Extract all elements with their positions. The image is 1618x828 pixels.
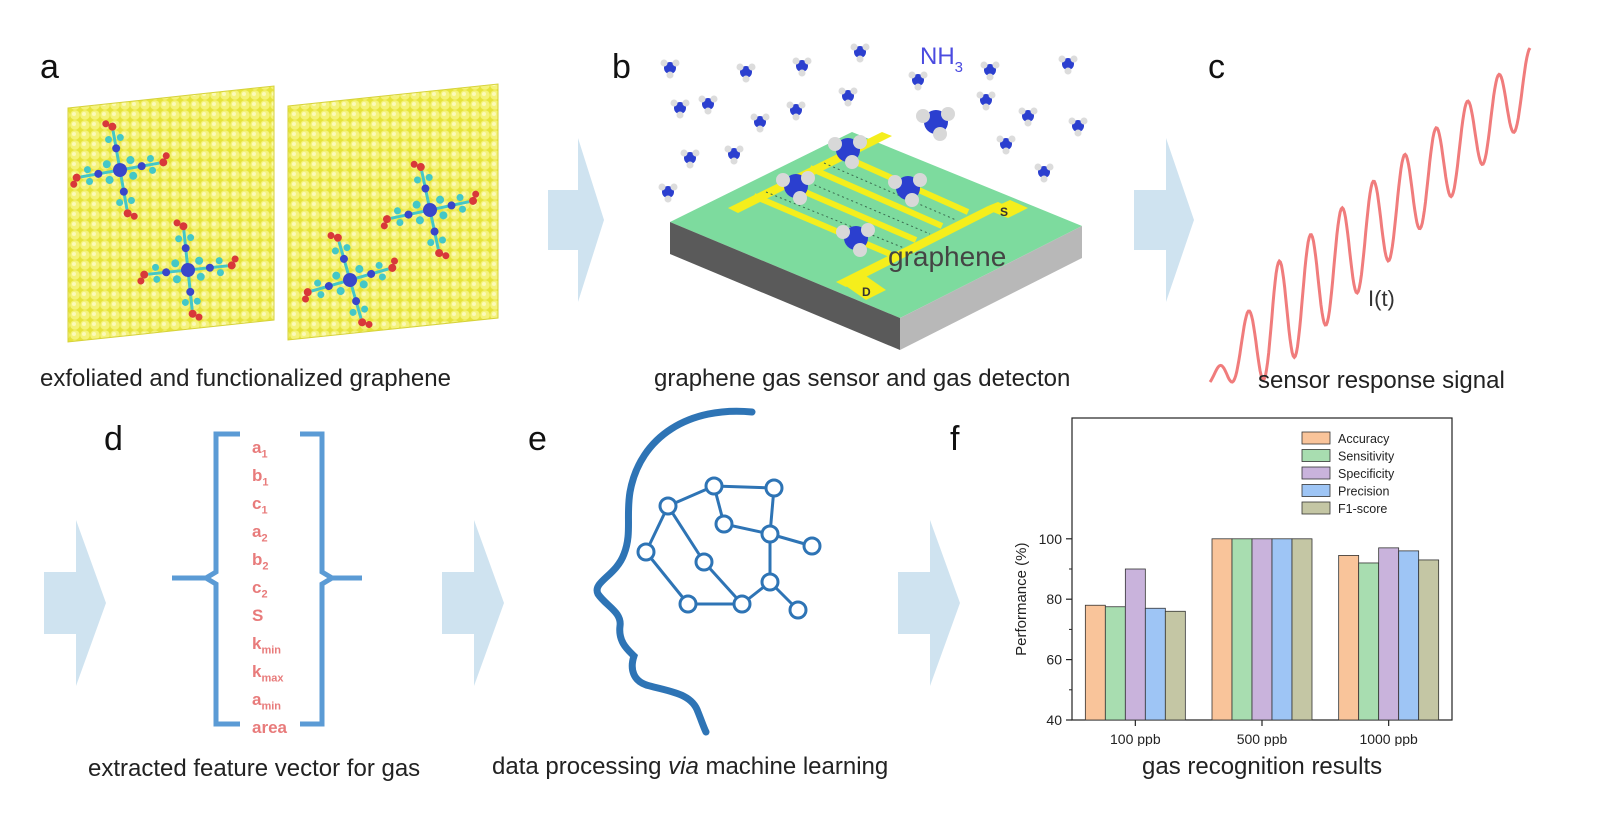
flow-arrow-into-d [44, 520, 106, 686]
bar-accuracy [1211, 538, 1233, 721]
legend-label: Precision [1338, 485, 1389, 499]
response-signal-line [1208, 47, 1532, 384]
bar-precision [1144, 607, 1166, 721]
bar-specificity [1378, 547, 1400, 721]
panel-letter-a: a [40, 48, 59, 86]
bar-f1-score [1418, 559, 1440, 721]
flow-arrow-ef [898, 520, 960, 686]
y-tick-label: 100 [1039, 531, 1063, 547]
legend-label: Sensitivity [1338, 450, 1395, 464]
graphene-sheets-illustration [60, 83, 499, 346]
feature-item: amin [252, 690, 282, 713]
legend-swatch [1301, 466, 1331, 480]
sensor-response-plot: I(t) [1208, 47, 1532, 384]
nh3-label: NH3 [920, 43, 963, 76]
bar-f1-score [1164, 610, 1186, 721]
panel-letter-e: e [528, 420, 547, 458]
y-tick-label: 40 [1046, 712, 1062, 728]
signal-label: I(t) [1368, 286, 1395, 311]
feature-item: kmax [252, 662, 284, 685]
caption-a: exfoliated and functionalized graphene [40, 365, 451, 392]
x-tick-label: 500 ppb [1237, 731, 1288, 746]
feature-item: b2 [252, 550, 269, 573]
caption-f: gas recognition results [1142, 753, 1383, 780]
caption-d: extracted feature vector for gas [88, 755, 421, 782]
machine-learning-head-illustration [593, 407, 822, 736]
electrode-s-label: S [1000, 205, 1008, 219]
legend-swatch [1301, 501, 1331, 515]
feature-item: a2 [252, 522, 268, 545]
caption-b: graphene gas sensor and gas detecton [654, 365, 1071, 392]
feature-item: a1 [252, 438, 268, 461]
x-tick-label: 100 ppb [1110, 731, 1161, 746]
panel-letter-d: d [104, 420, 123, 458]
graphene-gas-sensor-illustration: S D NH3 graphene [658, 43, 1088, 350]
y-tick-label: 80 [1046, 591, 1062, 607]
panel-letter-c: c [1208, 48, 1225, 86]
legend-swatch [1301, 431, 1331, 445]
y-axis-label: Performance (%) [1013, 543, 1030, 656]
bar-specificity [1251, 538, 1273, 721]
legend-label: F1-score [1338, 502, 1387, 516]
bar-sensitivity [1104, 606, 1126, 721]
head-profile-icon [593, 407, 756, 736]
feature-item: c1 [252, 494, 268, 517]
bar-f1-score [1291, 538, 1313, 721]
bar-accuracy [1084, 604, 1106, 721]
flow-arrow-de [442, 520, 504, 686]
graphene-label: graphene [888, 241, 1006, 272]
x-tick-label: 1000 ppb [1359, 731, 1418, 746]
electrode-d-label: D [862, 285, 871, 299]
feature-item: area [252, 718, 287, 737]
bar-precision [1271, 538, 1293, 721]
feature-vector-list: a1 b1 c1 a2 b2 c2 S kmin kmax amin area [252, 434, 312, 742]
legend-label: Accuracy [1338, 432, 1390, 446]
feature-vector-brackets [172, 431, 362, 727]
feature-item: c2 [252, 578, 268, 601]
flow-arrow-bc [1134, 138, 1194, 302]
feature-item: b1 [252, 466, 269, 489]
legend-swatch [1301, 449, 1331, 462]
bar-specificity [1124, 568, 1146, 721]
panel-letter-b: b [612, 48, 631, 86]
caption-e: data processing via machine learning [492, 753, 889, 780]
legend-label: Specificity [1338, 467, 1395, 481]
feature-item: S [252, 606, 264, 625]
bar-precision [1398, 550, 1420, 721]
bar-sensitivity [1358, 562, 1380, 721]
legend-swatch [1301, 484, 1331, 497]
bar-sensitivity [1231, 538, 1253, 721]
panel-letter-f: f [950, 420, 960, 458]
y-tick-label: 60 [1046, 652, 1062, 668]
feature-item: kmin [252, 634, 282, 657]
caption-c: sensor response signal [1258, 367, 1505, 394]
bar-accuracy [1338, 555, 1360, 721]
flow-arrow-ab [548, 138, 604, 302]
